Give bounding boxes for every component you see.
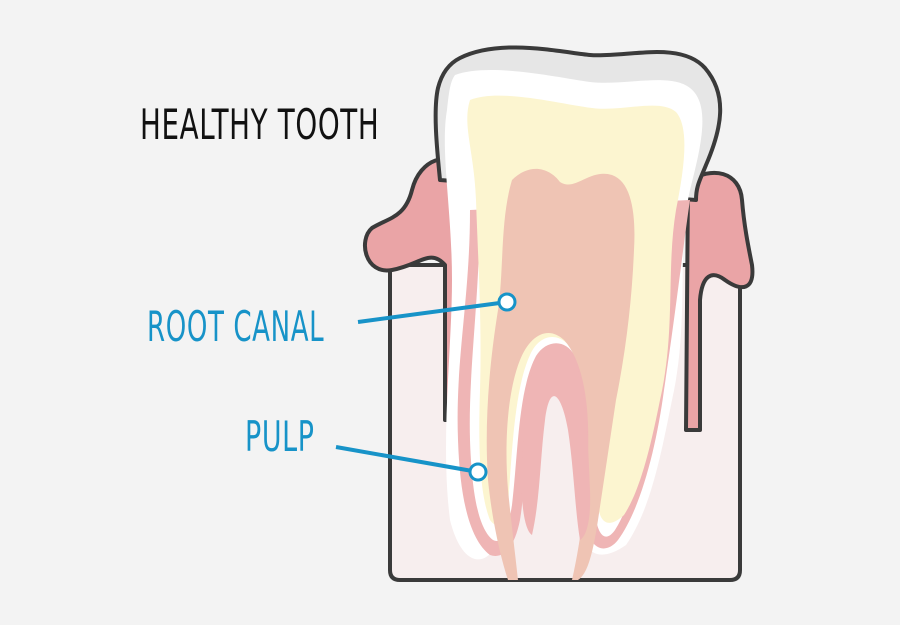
gum-right [684,170,755,432]
pulp-marker [468,462,488,482]
root-canal-marker [497,292,517,312]
pulp-leader-line [335,445,479,474]
root-canal-label: ROOT CANAL [147,302,325,351]
inner-canal [521,345,591,540]
diagram-title: HEALTHY TOOTH [140,100,380,149]
gum-left [363,157,464,422]
pulp [486,168,635,581]
pulp-label: PULP [245,412,315,461]
root-canal-leader-line [357,300,508,324]
